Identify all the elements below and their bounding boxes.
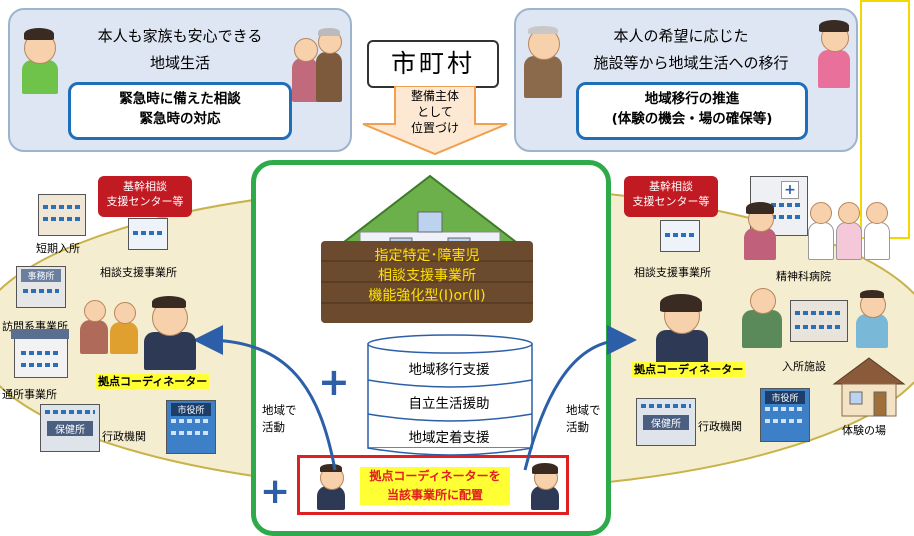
- plus-icon-center: +: [318, 360, 350, 404]
- happy-person-illustration: [14, 24, 66, 94]
- placement-line2: 当該事業所に配置: [360, 486, 510, 505]
- label-left-consult: 相談支援事業所: [100, 266, 177, 279]
- left-core-center-badge: 基幹相談 支援センター等: [98, 176, 192, 217]
- left-inner-line2: 緊急時の対応: [139, 111, 221, 127]
- placement-line1: 拠点コーディネーターを: [360, 467, 510, 486]
- label-right-admin: 行政機関: [698, 420, 742, 433]
- right-inner-box: 地域移行の推進 (体験の機会・場の確保等): [576, 82, 808, 140]
- left-coordinator-illustration: [140, 294, 200, 370]
- right-cityhall-sign: 市役所: [765, 391, 805, 404]
- stack-item-1: 地域移行支援: [408, 362, 490, 378]
- doctor-nurse-illustration: [806, 196, 890, 260]
- facility-people-illustration: [738, 284, 788, 350]
- right-city-hall: 市役所: [760, 388, 810, 442]
- stack-item-2: 自立生活援助: [408, 396, 490, 412]
- right-health-sign: 保健所: [643, 415, 689, 430]
- arrow-text-line1: 整備主体: [410, 89, 459, 103]
- office-sign: 事務所: [21, 269, 61, 282]
- stack-item-3: 地域定着支援: [408, 430, 490, 446]
- coordinator-woman-small: [528, 462, 562, 512]
- left-city-hall: 市役所: [166, 400, 216, 454]
- left-activity-line2: 活動: [262, 420, 285, 434]
- experience-house: [832, 357, 906, 417]
- right-consult-building: [660, 220, 700, 252]
- services-cylinder: [367, 334, 533, 456]
- left-activity-text: 地域で 活動: [262, 402, 297, 436]
- right-top-box: 本人の希望に応じた 施設等から地域生活への移行 地域移行の推進 (体験の機会・場…: [514, 8, 858, 152]
- patient-illustration: [740, 202, 780, 262]
- right-top-line2: 施設等から地域生活への移行: [593, 54, 789, 72]
- left-badge-line1: 基幹相談: [123, 180, 167, 193]
- elderly-couple-illustration: [292, 22, 344, 104]
- sign-line3: 機能強化型(Ⅰ)or(Ⅱ): [368, 288, 486, 304]
- label-day-service: 通所事業所: [2, 388, 57, 401]
- center-sign: 指定特定･障害児 相談支援事業所 機能強化型(Ⅰ)or(Ⅱ): [321, 241, 533, 323]
- right-core-center-badge: 基幹相談 支援センター等: [624, 176, 718, 217]
- label-left-admin: 行政機関: [102, 430, 146, 443]
- right-activity-line1: 地域で: [566, 403, 601, 417]
- left-top-line2: 地域生活: [149, 54, 210, 72]
- right-activity-line2: 活動: [566, 420, 589, 434]
- facility-building: [790, 300, 848, 342]
- left-health-center: 保健所: [40, 404, 100, 452]
- left-top-line1: 本人も家族も安心できる: [97, 27, 263, 45]
- left-consult-building: [128, 218, 168, 250]
- empty-note-box: [860, 0, 910, 239]
- right-coordinator-label: 拠点コーディネーター: [632, 362, 746, 377]
- right-inner-line2: (体験の機会・場の確保等): [611, 111, 773, 127]
- elderly-man-illustration: [520, 20, 566, 100]
- short-stay-building: [38, 194, 86, 236]
- arrow-text: 整備主体 として 位置づけ: [395, 88, 475, 136]
- hospital-cross-icon: +: [781, 181, 799, 199]
- label-facility: 入所施設: [782, 360, 826, 373]
- day-service-building: [11, 329, 69, 378]
- sign-line1: 指定特定･障害児: [374, 248, 480, 264]
- staff-illustration: [852, 290, 892, 350]
- right-activity-text: 地域で 活動: [566, 402, 601, 436]
- city-label: 市町村: [367, 40, 499, 88]
- woman-illustration: [814, 18, 854, 88]
- right-top-line1: 本人の希望に応じた: [613, 27, 749, 45]
- down-arrow: [362, 86, 508, 156]
- left-inner-line1: 緊急時に備えた相談: [119, 91, 241, 107]
- elderly-pair-left: [80, 296, 140, 356]
- left-top-box: 本人も家族も安心できる 地域生活 緊急時に備えた相談 緊急時の対応: [8, 8, 352, 152]
- label-experience: 体験の場: [842, 424, 886, 437]
- placement-text: 拠点コーディネーターを 当該事業所に配置: [360, 467, 510, 505]
- right-badge-line2: 支援センター等: [632, 195, 710, 208]
- arrow-text-line3: 位置づけ: [410, 121, 459, 135]
- sign-line2: 相談支援事業所: [378, 268, 476, 284]
- right-coordinator-illustration: [652, 292, 712, 368]
- plus-icon-bottom: +: [260, 471, 291, 512]
- coordinator-man-small: [314, 462, 348, 512]
- left-health-sign: 保健所: [47, 421, 93, 436]
- coordinator-placement-box: 拠点コーディネーターを 当該事業所に配置: [297, 455, 569, 515]
- home-visit-building: 事務所: [16, 266, 66, 308]
- arrow-text-line2: として: [417, 105, 453, 119]
- left-badge-line2: 支援センター等: [106, 195, 184, 208]
- left-cityhall-sign: 市役所: [171, 403, 211, 416]
- left-activity-line1: 地域で: [262, 403, 297, 417]
- right-badge-line1: 基幹相談: [649, 180, 693, 193]
- label-right-consult: 相談支援事業所: [634, 266, 711, 279]
- label-short-stay: 短期入所: [36, 242, 80, 255]
- right-inner-line1: 地域移行の推進: [644, 91, 740, 107]
- right-health-center: 保健所: [636, 398, 696, 446]
- label-psych-hospital: 精神科病院: [776, 270, 831, 283]
- left-coordinator-label: 拠点コーディネーター: [96, 374, 210, 389]
- left-inner-box: 緊急時に備えた相談 緊急時の対応: [68, 82, 292, 140]
